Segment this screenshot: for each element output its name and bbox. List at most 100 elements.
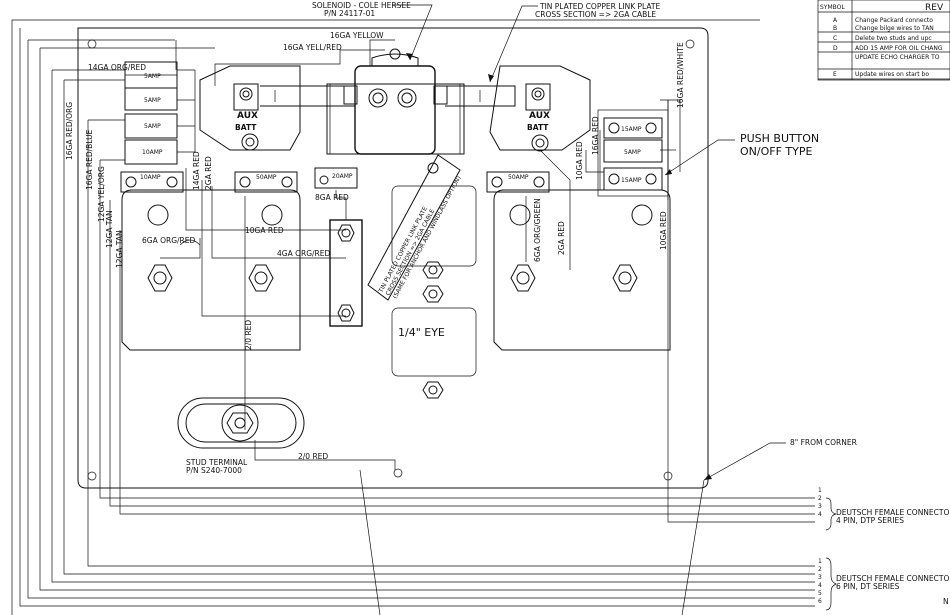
wire-label: 12GA TAN — [105, 210, 114, 248]
solenoid — [326, 48, 465, 155]
wire-label: 2/0 RED — [298, 452, 328, 461]
breaker-10amp: 10AMP — [120, 171, 184, 193]
pin-label: 1 — [818, 487, 822, 494]
center-hardware: 1/4" EYE — [391, 185, 477, 399]
push-button-label: PUSH BUTTON — [740, 132, 819, 145]
breaker-50amp-left: 50AMP — [234, 171, 298, 193]
battery-plate-right — [493, 189, 671, 351]
fuse-label: 5AMP — [624, 149, 641, 156]
corner-label: 8" FROM CORNER — [790, 438, 857, 447]
breaker-label: 50AMP — [508, 174, 529, 181]
battery-switch-right: AUX BATT — [445, 65, 591, 152]
wire-label: 10GA RED — [245, 226, 284, 235]
fuse-label: 15AMP — [621, 177, 642, 184]
angled-link-plate: TIN PLATED COPPER LINK PLATE CROSS SECTI… — [367, 154, 463, 301]
breaker-label: 10AMP — [140, 174, 161, 181]
revision-row-symbol: C — [833, 35, 837, 42]
revision-row-text: ADD 15 AMP FOR OIL CHANG — [855, 45, 943, 52]
wire-label: 14GA RED — [192, 151, 201, 190]
wire-label: 8GA RED — [315, 193, 349, 202]
wire-label: 14GA ORG/RED — [88, 63, 146, 72]
connector-6pin-series: 6 PIN, DT SERIES — [836, 582, 900, 591]
wire-label: 2GA RED — [204, 156, 213, 190]
revision-row-symbol: A — [833, 17, 838, 24]
stud-terminal: STUD TERMINAL P/N S240-7000 — [177, 397, 305, 475]
revision-row-text: Delete two studs and upc — [855, 35, 932, 42]
link-plate-callout: TIN PLATED COPPER LINK PLATE CROSS SECTI… — [488, 2, 661, 83]
wire-label: 10GA RED — [575, 141, 584, 180]
fuse-label: 5AMP — [144, 123, 161, 130]
connector-4pin: 1 2 3 4 DEUTSCH FEMALE CONNECTOR 4 PIN, … — [818, 487, 950, 531]
wire-label: 2/0 RED — [244, 320, 253, 350]
eye-label: 1/4" EYE — [398, 326, 445, 339]
battery-plate-left — [121, 189, 301, 351]
wire-label: 16GA RED/ORG — [65, 102, 74, 160]
link-bus-bar — [329, 219, 363, 327]
edge-letter: N — [943, 597, 949, 606]
pin-label: 1 — [818, 558, 822, 565]
link-plate-label: TIN PLATED COPPER LINK PLATE — [539, 2, 661, 11]
mounting-hole — [685, 39, 695, 49]
revision-row-symbol: B — [833, 25, 837, 32]
connector-6pin-title: DEUTSCH FEMALE CONNECTOR — [836, 574, 950, 583]
pin-label: 5 — [818, 590, 822, 597]
border-lines — [11, 19, 760, 615]
connector-6pin: 1 2 3 4 5 6 DEUTSCH FEMALE CONNECTOR 6 P… — [818, 557, 950, 611]
fuse-stack-left: 5AMP 5AMP 5AMP 10AMP — [124, 61, 196, 165]
mounting-hole — [87, 39, 97, 49]
wire-label: 16GA RED — [591, 116, 600, 155]
fuse-label: 15AMP — [621, 126, 642, 133]
wire-label: 16GA YELL/RED — [283, 43, 342, 52]
mounting-hole — [393, 468, 403, 478]
left-aux-label: AUX — [237, 111, 258, 121]
breaker-50amp-right: 50AMP — [486, 171, 550, 193]
solenoid-label: SOLENOID - COLE HERSEE — [312, 1, 411, 10]
harness-lines — [19, 28, 815, 607]
battery-switch-left: AUX BATT — [199, 65, 356, 151]
revision-row-text: Update wires on start bo — [855, 71, 929, 78]
breaker-label: 20AMP — [332, 173, 353, 180]
fuse-label: 5AMP — [144, 73, 161, 80]
wire-labels: 16GA YELLOW 16GA YELL/RED 14GA ORG/RED 1… — [65, 31, 685, 461]
wire-label: 12GA YEL/ORG — [97, 166, 106, 222]
wire-label: 6GA ORG/GREEN — [533, 198, 542, 262]
fuse-stack-right: 15AMP 5AMP 15AMP — [597, 109, 669, 197]
revision-row-symbol: D — [833, 45, 838, 52]
mounting-hole — [663, 471, 673, 481]
wire-label: 16GA RED/BLUE — [85, 129, 94, 190]
pin-label: 3 — [818, 574, 822, 581]
breaker-label: 50AMP — [256, 174, 277, 181]
pin-label: 2 — [818, 495, 822, 502]
stud-terminal-part: P/N S240-7000 — [186, 466, 242, 475]
link-plate-cross-section: CROSS SECTION => 2GA CABLE — [535, 10, 656, 19]
revision-table: SYMBOL REV A Change Packard connecto B C… — [817, 0, 950, 81]
pin-label: 3 — [818, 503, 822, 510]
fuse-label: 5AMP — [144, 97, 161, 104]
wire-label: 2GA RED — [557, 221, 566, 255]
mounting-hole — [87, 471, 97, 481]
push-button-callout: PUSH BUTTON ON/OFF TYPE — [664, 132, 819, 176]
wire-runs — [160, 39, 669, 470]
wire-label: 4GA ORG/RED — [277, 249, 331, 258]
wire-label: 10GA RED — [659, 211, 668, 250]
connector-4pin-series: 4 PIN, DTP SERIES — [836, 516, 904, 525]
stud-terminal-label: STUD TERMINAL — [186, 458, 248, 467]
revision-row-symbol: E — [833, 71, 837, 78]
connector-4pin-title: DEUTSCH FEMALE CONNECTOR — [836, 508, 950, 517]
revision-row-text: Change Packard connecto — [855, 17, 933, 24]
revision-rev-header: REV — [925, 3, 944, 13]
wire-label: 6GA ORG/RED — [142, 236, 196, 245]
angled-plate-text: (SAME FOR ANCHOR AND WINDLASS OPTION) — [392, 175, 463, 300]
revision-row-text: UPDATE ECHO CHARGER TO — [855, 54, 940, 61]
pin-label: 2 — [818, 566, 822, 573]
pin-label: 4 — [818, 511, 822, 518]
solenoid-part-number: P/N 24117-01 — [324, 9, 375, 18]
revision-symbol-header: SYMBOL — [820, 4, 845, 11]
angled-plate-text: CROSS SECTION => 2GA CABLE — [385, 208, 437, 297]
left-batt-label: BATT — [235, 123, 257, 132]
right-batt-label: BATT — [527, 123, 549, 132]
breaker-20amp: 20AMP — [314, 167, 358, 189]
wire-label: 16GA YELLOW — [330, 31, 384, 40]
pin-label: 6 — [818, 598, 822, 605]
right-aux-label: AUX — [529, 111, 550, 121]
